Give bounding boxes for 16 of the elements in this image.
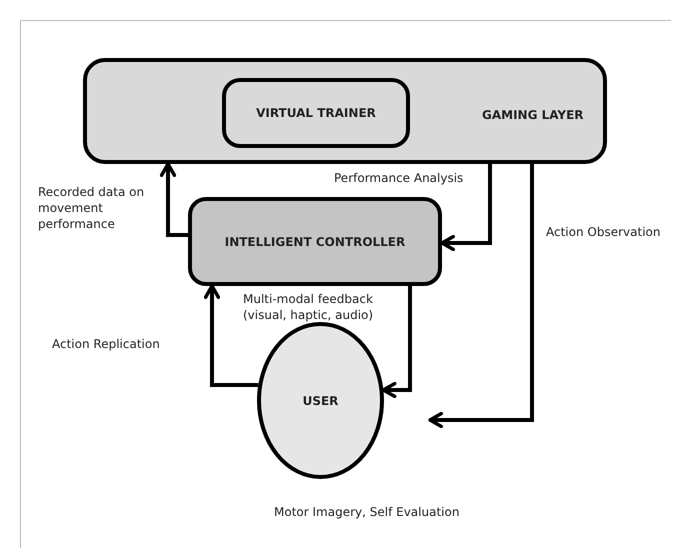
- node-label: INTELLIGENT CONTROLLER: [224, 234, 406, 248]
- node-label: VIRTUAL TRAINER: [256, 106, 376, 120]
- trainer-box: [222, 78, 410, 148]
- controller-box: [188, 197, 442, 286]
- user-circle: [257, 322, 384, 479]
- arrow: [382, 286, 412, 398]
- arrow: [428, 164, 534, 428]
- arrow: [160, 162, 188, 237]
- arrow: [440, 164, 492, 252]
- arrow: [204, 284, 258, 387]
- layer-box: [83, 58, 607, 164]
- edge-label: Performance Analysis: [334, 170, 464, 186]
- node-label: GAMING LAYER: [482, 108, 584, 122]
- edge-label: Action Replication: [52, 336, 160, 352]
- node-caption: Motor Imagery, Self Evaluation: [274, 505, 460, 519]
- node-label: USER: [302, 394, 338, 408]
